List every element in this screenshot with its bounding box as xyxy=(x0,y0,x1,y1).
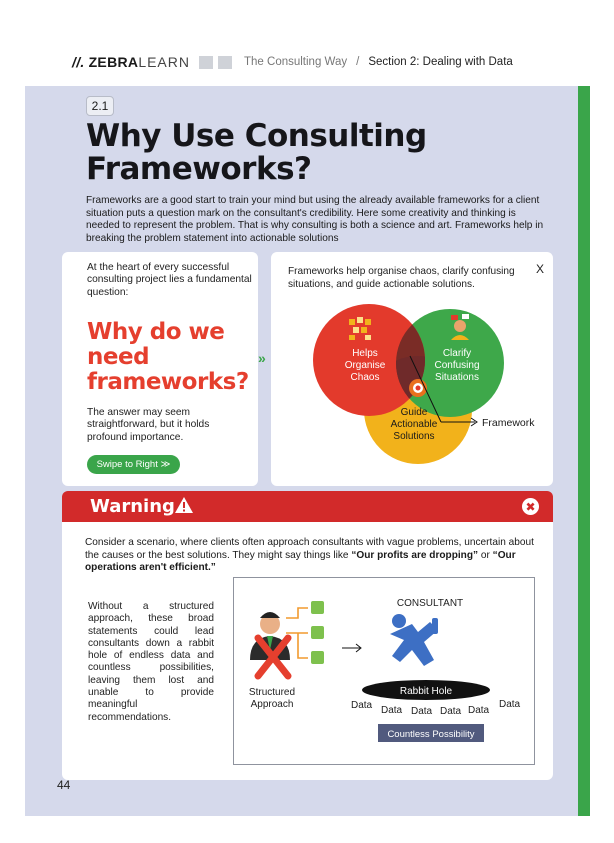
venn-label-clarify-2: Confusing xyxy=(434,360,479,371)
page-number: 44 xyxy=(57,778,71,792)
quote-operations: “Our operations aren't efficient.” xyxy=(85,549,516,574)
data-word: Data xyxy=(411,706,433,717)
rabbit-hole-diagram: Structured Approach CONSULTANT Rabbit Ho… xyxy=(233,577,535,765)
red-cross-icon xyxy=(254,634,292,680)
venn-label-guide-1: Guide xyxy=(401,407,428,418)
venn-label-clarify-1: Clarify xyxy=(443,348,471,359)
countless-possibility-label: Countless Possibility xyxy=(387,729,474,740)
data-word: Data xyxy=(381,705,403,716)
header-square-icon xyxy=(199,55,213,69)
data-word: Data xyxy=(440,706,462,717)
venn-label-organise-3: Chaos xyxy=(351,372,380,383)
book-title: The Consulting Way xyxy=(244,56,348,68)
rabbit-hole-label: Rabbit Hole xyxy=(400,686,453,697)
structured-label-1: Structured xyxy=(249,687,295,698)
header-square-icon xyxy=(218,55,232,69)
framework-pointer-line xyxy=(409,355,442,423)
venn-card: Frameworks help organise chaos, clarify … xyxy=(271,252,553,486)
close-icon[interactable]: X xyxy=(536,262,545,276)
page-title: Why Use Consulting Frameworks? xyxy=(86,118,427,187)
warning-triangle-icon xyxy=(175,497,193,513)
logo-suffix: LEARN xyxy=(138,54,190,70)
question-lead: At the heart of every successful consult… xyxy=(87,262,252,298)
consultant-label: CONSULTANT xyxy=(397,598,463,609)
warning-side-text: Without a structured approach, these bro… xyxy=(88,601,214,723)
warning-header: Warning ✖ xyxy=(62,491,553,522)
question-headline: Why do we need frameworks? xyxy=(87,319,249,395)
thinking-person-icon xyxy=(451,314,469,340)
rabbit-hole-ellipse xyxy=(362,680,490,700)
arrow-right-icon xyxy=(355,643,362,653)
warning-title: Warning xyxy=(90,496,175,517)
warning-body: Consider a scenario, where clients often… xyxy=(62,522,553,780)
quote-profits: “Our profits are dropping” xyxy=(351,549,479,561)
breadcrumb-separator: / xyxy=(356,56,360,68)
countless-possibility-box xyxy=(378,724,484,742)
structure-branches-icon xyxy=(286,607,308,659)
zebralearn-logo: //. ZEBRA LEARN xyxy=(72,54,190,70)
answer-text: The answer may seem straightforward, but… xyxy=(87,407,210,443)
venn-circle-organise xyxy=(313,304,425,416)
target-gear-icon xyxy=(409,379,427,397)
logo-brand: ZEBRA xyxy=(88,54,139,70)
section-badge: 2.1 xyxy=(86,96,114,116)
swipe-right-button[interactable]: Swipe to Right ≫ xyxy=(87,455,180,474)
venn-diagram: Helps Organise Chaos Clarify Confusing S… xyxy=(313,304,535,464)
data-word: Data xyxy=(499,699,521,710)
venn-intro-text: Frameworks help organise chaos, clarify … xyxy=(288,266,515,290)
section-title: Section 2: Dealing with Data xyxy=(368,56,513,68)
question-card: At the heart of every successful consult… xyxy=(62,252,258,486)
arrow-right-icon xyxy=(470,417,478,427)
venn-label-guide-3: Solutions xyxy=(393,431,434,442)
sticky-notes-icon xyxy=(349,317,371,340)
venn-label-organise-2: Organise xyxy=(345,360,386,371)
intro-paragraph: Frameworks are a good start to train you… xyxy=(86,195,544,244)
warning-scenario-text: Consider a scenario, where clients often… xyxy=(85,537,534,574)
double-chevron-right-icon: » xyxy=(258,350,266,366)
data-word: Data xyxy=(468,705,490,716)
data-word: Data xyxy=(351,700,373,711)
falling-person-icon xyxy=(390,614,438,666)
rabbit-hole-illustration: Structured Approach CONSULTANT Rabbit Ho… xyxy=(249,598,521,742)
close-circle-icon[interactable]: ✖ xyxy=(522,498,539,515)
page-header: //. ZEBRA LEARN The Consulting Way / Sec… xyxy=(72,52,592,72)
box-icons xyxy=(311,601,324,664)
side-accent-bar xyxy=(578,86,590,816)
logo-mark-icon: //. xyxy=(72,54,85,70)
structured-label-2: Approach xyxy=(251,699,294,710)
venn-label-organise-1: Helps xyxy=(352,348,378,359)
framework-label: Framework xyxy=(482,417,535,429)
venn-label-guide-2: Actionable xyxy=(391,419,438,430)
venn-label-clarify-3: Situations xyxy=(435,372,479,383)
